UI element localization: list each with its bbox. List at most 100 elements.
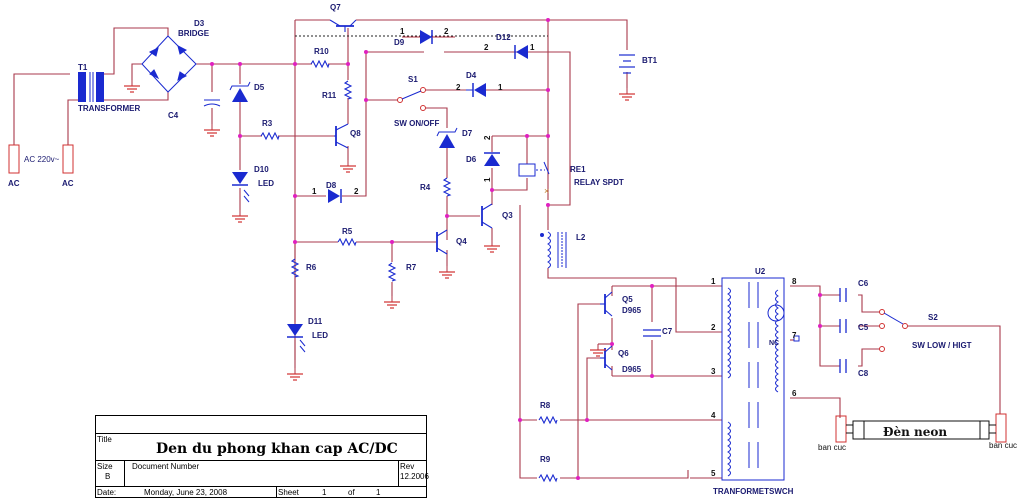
sheet-value: 1	[322, 488, 327, 497]
ground-icon	[438, 265, 456, 279]
u2-pin6: 6	[792, 389, 797, 398]
q3-ref: Q3	[502, 211, 513, 220]
c8-ref: C8	[858, 369, 869, 378]
relay-re1: ×	[518, 161, 550, 196]
date-label: Date:	[97, 488, 117, 497]
junction-dots	[210, 18, 822, 480]
d4-pin2: 2	[456, 83, 461, 92]
svg-text:×: ×	[544, 186, 549, 196]
transistor-q4	[436, 229, 448, 255]
transformer-u2	[721, 277, 800, 481]
r3-ref: R3	[262, 119, 273, 128]
u2-pin1: 1	[711, 277, 716, 286]
diode-d4	[466, 83, 486, 97]
docnum-label: Document Number	[132, 462, 200, 471]
ground-icon	[383, 295, 401, 309]
d9-pin1: 1	[400, 27, 405, 36]
s1-value: SW ON/OFF	[394, 119, 439, 128]
u2-pin8: 8	[792, 277, 797, 286]
ground-icon	[286, 367, 304, 381]
transistor-q3	[481, 203, 493, 229]
rev-value: 12.2006	[400, 472, 429, 481]
d12-pin1: 1	[530, 43, 535, 52]
d6-pin2: 2	[483, 135, 492, 140]
d6-ref: D6	[466, 155, 477, 164]
battery-bt1	[619, 54, 635, 74]
u2-pin2: 2	[711, 323, 716, 332]
ban-cuc-left: ban cuc	[818, 443, 846, 452]
r6-ref: R6	[306, 263, 317, 272]
re1-ref: RE1	[570, 165, 586, 174]
resistor-r3	[260, 132, 280, 140]
ac-left-label: AC	[8, 179, 20, 188]
ground-icon	[339, 159, 357, 173]
capacitor-bank	[839, 288, 847, 373]
q5-ref: Q5	[622, 295, 633, 304]
ground-icon	[483, 239, 501, 253]
d4-pin1: 1	[498, 83, 503, 92]
u2-nc-label: NC	[769, 340, 779, 347]
u2-value: TRANFORMETSWCH	[713, 487, 794, 496]
ban-cuc-right: ban cuc	[989, 441, 1017, 450]
transistor-q6	[600, 345, 613, 371]
d9-pin2: 2	[444, 27, 449, 36]
d8-pin1: 1	[312, 187, 317, 196]
resistor-r5	[337, 238, 357, 246]
q6-value: D965	[622, 365, 642, 374]
d8-pin2: 2	[354, 187, 359, 196]
s2-ref: S2	[928, 313, 938, 322]
c6-ref: C6	[858, 279, 869, 288]
resistor-r9	[538, 474, 558, 482]
ac-terminal-left	[8, 144, 20, 174]
d11-ref: D11	[308, 317, 323, 326]
r5-ref: R5	[342, 227, 353, 236]
re1-value: RELAY SPDT	[574, 178, 624, 187]
d9-ref: D9	[394, 38, 405, 47]
ground-icon	[231, 209, 249, 223]
lamp-terminal-left	[835, 415, 847, 443]
neon-tube	[846, 420, 996, 440]
u2-pin3: 3	[711, 367, 716, 376]
d11-value: LED	[312, 331, 328, 340]
t1-ref: T1	[78, 63, 88, 72]
d6-pin1: 1	[483, 177, 492, 182]
diode-d9	[402, 30, 455, 44]
transformer-t1	[78, 72, 104, 102]
rev-label: Rev	[400, 462, 415, 471]
title-label: Title	[97, 435, 112, 444]
diode-d12	[514, 45, 528, 59]
ground-icon	[589, 343, 607, 357]
diode-d6	[484, 152, 500, 166]
u2-pin5: 5	[711, 469, 716, 478]
d10-ref: D10	[254, 165, 269, 174]
q6-ref: Q6	[618, 349, 629, 358]
wires	[13, 19, 1001, 479]
c4-ref: C4	[168, 111, 179, 120]
capacitor-c7	[643, 329, 661, 337]
q7-ref: Q7	[330, 3, 341, 12]
r9-ref: R9	[540, 455, 551, 464]
r10-ref: R10	[314, 47, 329, 56]
transistor-q8	[334, 123, 349, 149]
sheet-label: Sheet	[278, 488, 299, 497]
d3-ref: D3	[194, 19, 205, 28]
led-d10	[232, 172, 250, 203]
d7-ref: D7	[462, 129, 473, 138]
d8-ref: D8	[326, 181, 337, 190]
switch-s1[interactable]	[397, 87, 426, 111]
resistor-r8	[538, 416, 558, 424]
transistor-q7	[329, 19, 357, 32]
capacitor-c4	[203, 99, 221, 107]
drawing-title: Den du phong khan cap AC/DC	[156, 441, 398, 457]
led-d11	[287, 324, 306, 353]
inductor-l2	[540, 231, 567, 269]
of-label: of	[348, 488, 355, 497]
sheets-total: 1	[376, 488, 381, 497]
r7-ref: R7	[406, 263, 417, 272]
ground-icon	[123, 79, 141, 93]
ac-voltage-label: AC 220v~	[24, 155, 60, 164]
resistor-r7	[388, 262, 396, 282]
switch-s2[interactable]	[879, 309, 908, 352]
resistor-r10	[310, 60, 330, 68]
